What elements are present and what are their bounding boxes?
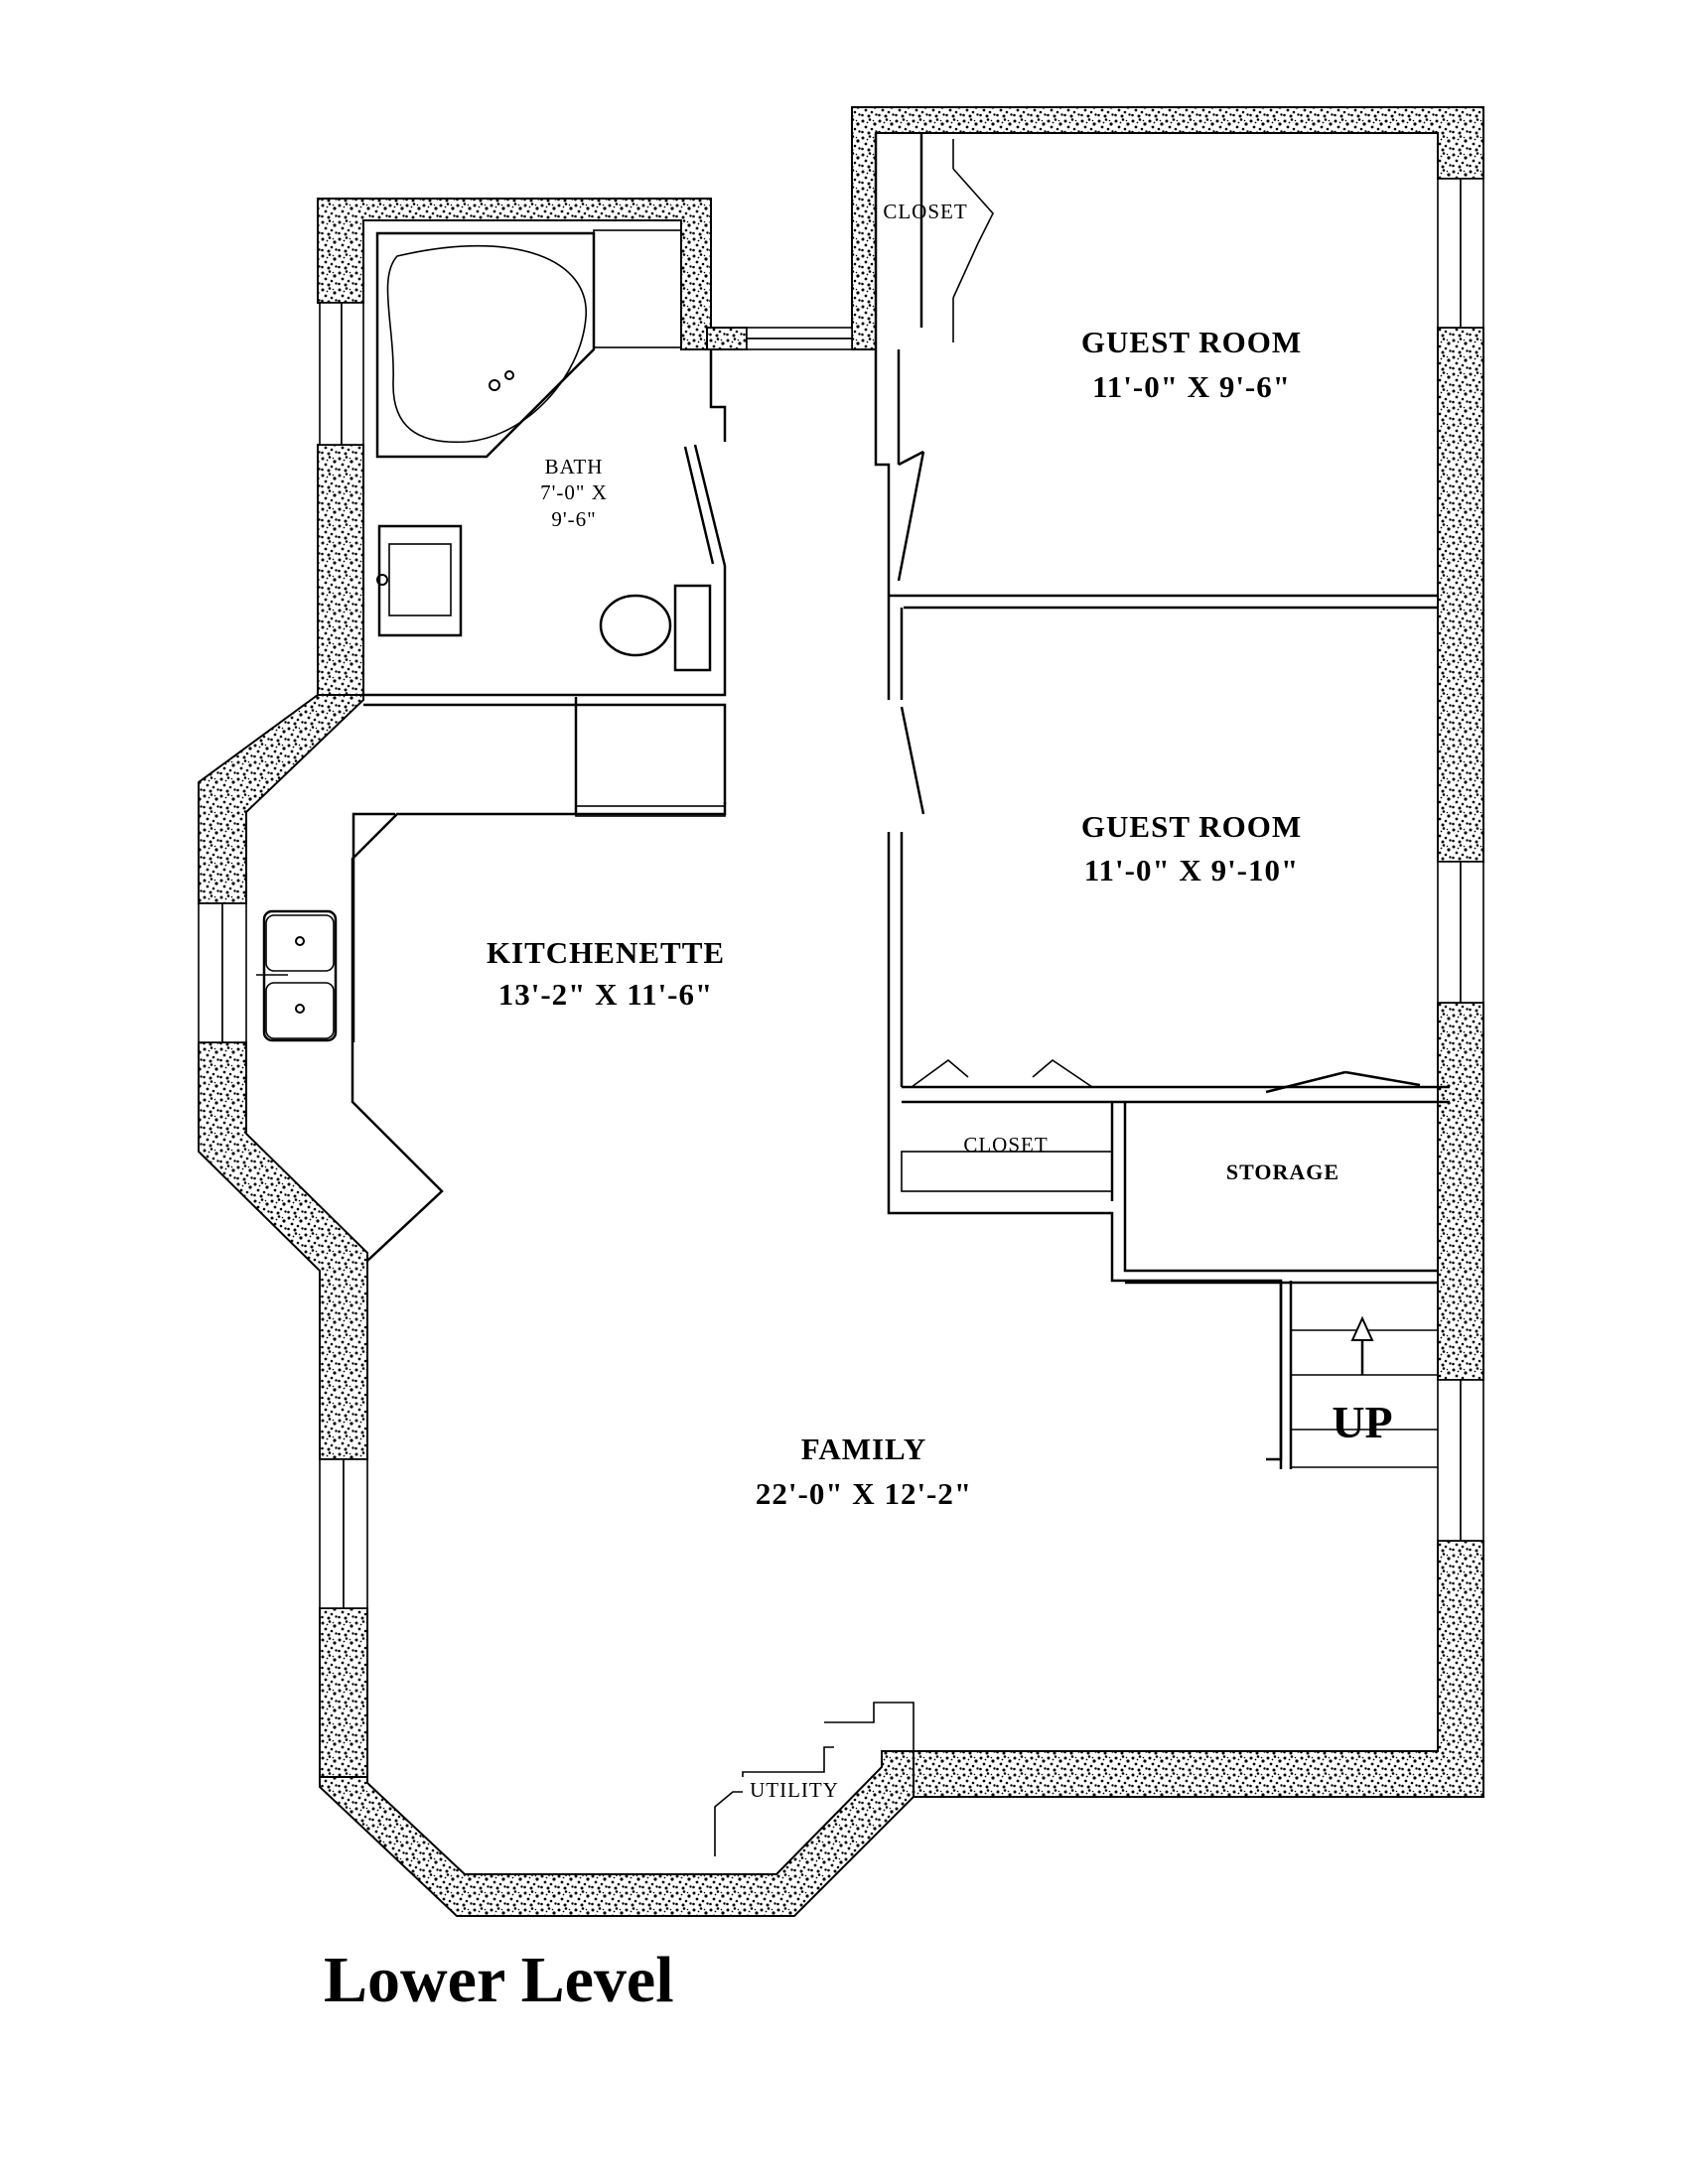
family-name: FAMILY bbox=[801, 1432, 927, 1466]
kitchenette-name: KITCHENETTE bbox=[487, 935, 725, 970]
storage-label: STORAGE bbox=[1226, 1160, 1339, 1184]
bath-size-line1: 7'-0" X bbox=[540, 480, 608, 504]
plan-title: Lower Level bbox=[324, 1944, 674, 2016]
guest-room-2-size: 11'-0" X 9'-10" bbox=[1084, 853, 1299, 887]
guest-room-1-name: GUEST ROOM bbox=[1081, 325, 1302, 359]
utility-label: UTILITY bbox=[750, 1778, 839, 1802]
closet-upper-label: CLOSET bbox=[883, 200, 967, 223]
kitchenette-size: 13'-2" X 11'-6" bbox=[498, 977, 713, 1012]
bath-size-line2: 9'-6" bbox=[551, 507, 596, 531]
windows bbox=[198, 178, 1484, 1609]
bath-fixtures bbox=[375, 231, 712, 672]
bath-name: BATH bbox=[545, 455, 604, 478]
stairs-up-label: UP bbox=[1332, 1397, 1392, 1447]
kitchen-sink bbox=[256, 909, 338, 1042]
family-size: 22'-0" X 12'-2" bbox=[756, 1476, 972, 1511]
closet-lower-label: CLOSET bbox=[963, 1133, 1048, 1157]
exterior-walls bbox=[198, 106, 1484, 1917]
guest-room-2-name: GUEST ROOM bbox=[1081, 809, 1302, 844]
room-labels: GUEST ROOM 11'-0" X 9'-6" GUEST ROOM 11'… bbox=[487, 200, 1393, 1802]
interior-walls bbox=[351, 133, 1450, 1856]
guest-room-1-size: 11'-0" X 9'-6" bbox=[1092, 369, 1291, 404]
